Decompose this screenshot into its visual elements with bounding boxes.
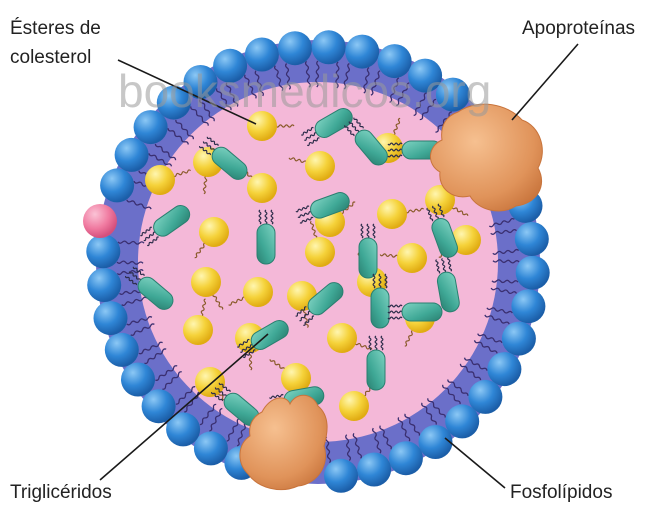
label-cholesterol-esters-line2: colesterol [10, 47, 91, 68]
cholesterol-ester [339, 391, 369, 421]
phospholipid-head [105, 333, 139, 367]
watermark: booksmedicos.org [118, 65, 491, 117]
cholesterol-ester [305, 151, 335, 181]
phospholipid-head [278, 31, 312, 65]
cholesterol-ester [377, 199, 407, 229]
phospholipid-head [487, 352, 521, 386]
cholesterol-ester [243, 277, 273, 307]
phospholipid-head [121, 363, 155, 397]
cholesterol-ester [191, 267, 221, 297]
phospholipid-head [312, 30, 346, 64]
label-triglycerides: Triglicéridos [10, 482, 112, 503]
label-cholesterol-esters-line1: Ésteres de [10, 18, 101, 39]
phospholipid-head [94, 301, 128, 335]
phospholipid-head [389, 441, 423, 475]
phospholipid-head [115, 138, 149, 172]
phospholipid-head [357, 453, 391, 487]
phospholipid-head [194, 431, 228, 465]
phospholipid-head [445, 404, 479, 438]
phospholipid-head [86, 234, 120, 268]
phospholipid-head [100, 168, 134, 202]
cholesterol-ester [183, 315, 213, 345]
cholesterol-ester [397, 243, 427, 273]
cholesterol-ester [199, 217, 229, 247]
pink-phospholipid-head [83, 204, 117, 238]
phospholipid-head [515, 222, 549, 256]
phospholipid-head [516, 256, 550, 290]
label-phospholipids: Fosfolípidos [510, 482, 612, 503]
cholesterol-ester [305, 237, 335, 267]
label-apoproteins: Apoproteínas [522, 18, 635, 39]
phospholipid-head [502, 322, 536, 356]
pointer-line-apoproteins [512, 44, 578, 120]
phospholipid-head [511, 289, 545, 323]
cholesterol-ester [247, 173, 277, 203]
pointer-line-phospholipids [445, 438, 505, 488]
phospholipid-head [345, 35, 379, 69]
phospholipid-head [419, 425, 453, 459]
cholesterol-ester [327, 323, 357, 353]
phospholipid-head [87, 268, 121, 302]
cholesterol-ester [145, 165, 175, 195]
phospholipid-head [324, 459, 358, 493]
